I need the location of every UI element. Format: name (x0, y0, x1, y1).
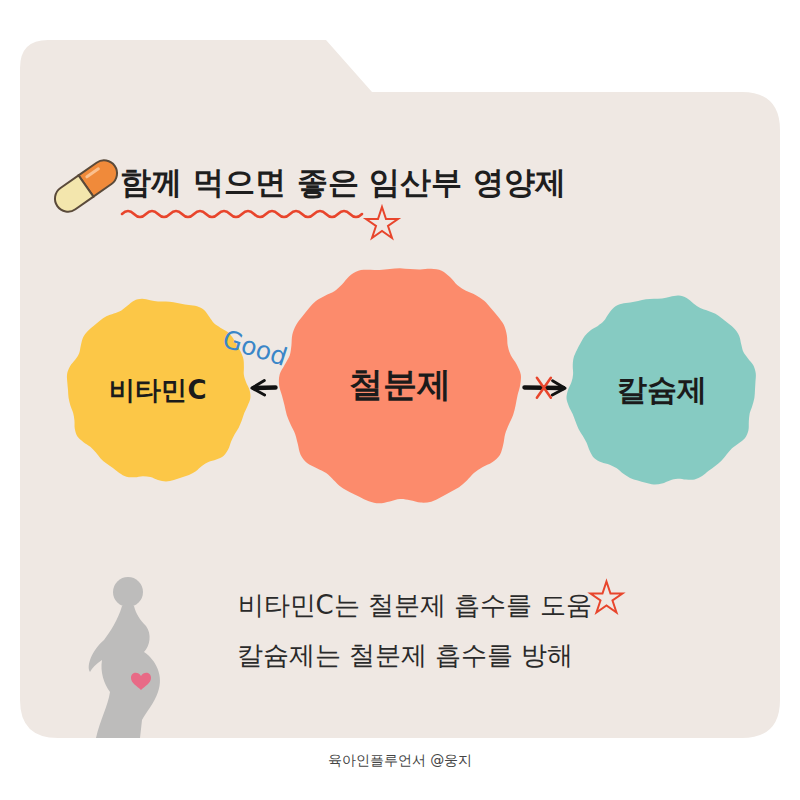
note-text: 칼슘제는 철분제 흡수를 방해 (237, 638, 574, 673)
note-text: 비타민C는 철분제 흡수를 도움 (238, 588, 593, 623)
cross-mark (537, 378, 551, 398)
node-label: 비타민C (109, 373, 206, 408)
supplement-blob: 철분제 (282, 267, 518, 503)
pill-icon (50, 155, 122, 216)
supplement-blob: 비타민C (68, 300, 248, 480)
blob-fill (566, 296, 755, 485)
squiggle-underline (122, 211, 362, 217)
folder-panel (20, 40, 780, 738)
diagram-title: 함께 먹으면 좋은 임산부 영양제 (120, 162, 566, 204)
supplement-blob: 칼슘제 (569, 297, 755, 483)
star-doodle (590, 582, 622, 613)
star-doodle (366, 207, 398, 238)
blob-fill (279, 268, 521, 503)
heart-icon (131, 673, 151, 690)
blob-fill (67, 299, 251, 482)
node-label: 철분제 (349, 362, 451, 408)
node-label: 칼슘제 (617, 370, 707, 411)
watermark: 육아인플루언서 @웅지 (328, 752, 472, 770)
arrow-connector (254, 385, 276, 390)
pregnant-silhouette (89, 577, 160, 738)
